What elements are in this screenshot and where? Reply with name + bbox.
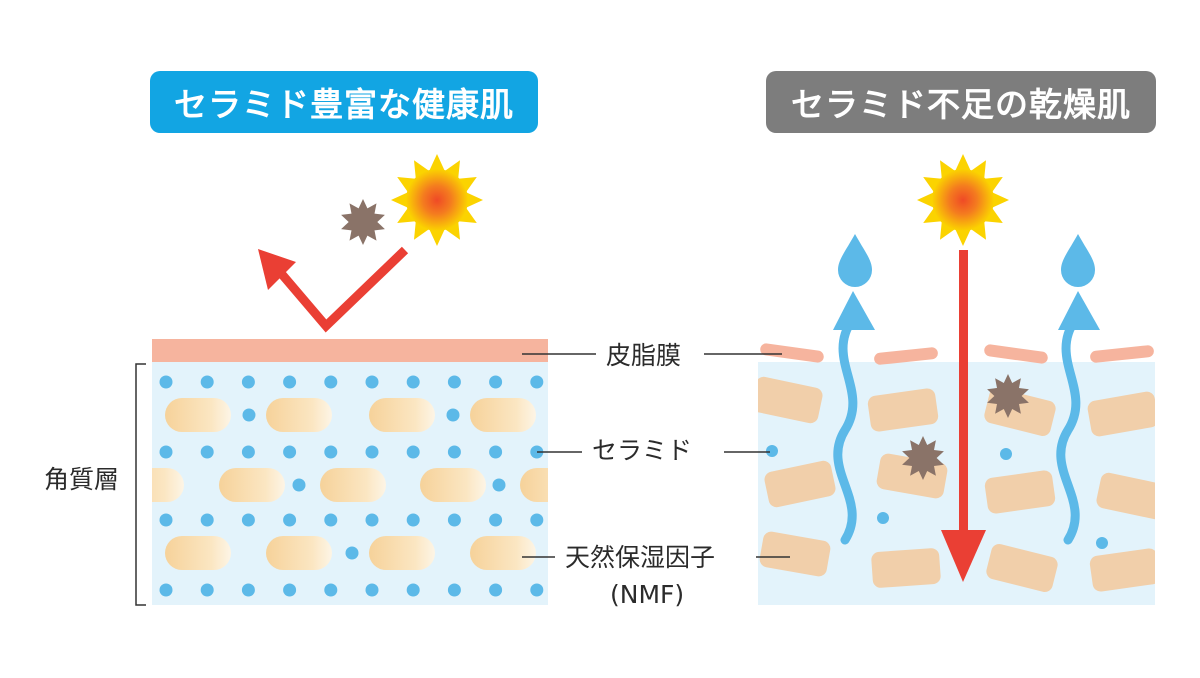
healthy-sebum-film — [152, 339, 548, 362]
irritant-icon — [987, 374, 1029, 418]
ceramide-label: セラミド — [588, 436, 697, 466]
healthy-skin-title: セラミド豊富な健康肌 — [150, 71, 538, 133]
reflected-arrow — [258, 246, 409, 333]
nmf-label: 天然保湿因子 — [561, 543, 720, 573]
dry-sebum-fragments — [760, 343, 1154, 365]
sun-icon — [917, 154, 1009, 246]
dry-ceramide-dots — [766, 445, 1108, 549]
water-drop-icon — [1061, 234, 1095, 287]
stratum-corneum-label: 角質層 — [40, 465, 124, 495]
healthy-corneocytes — [152, 398, 548, 570]
moisture-escape-arrow-right — [1056, 291, 1100, 545]
moisture-escape-arrow-left — [833, 291, 875, 545]
healthy-ceramide-dots — [159, 375, 544, 597]
leader-lines — [522, 353, 790, 558]
penetrating-arrow — [941, 250, 986, 582]
sun-icon — [391, 154, 483, 246]
irritant-icon — [341, 199, 385, 245]
nmf-abbr-label: (NMF) — [606, 580, 689, 610]
water-drop-icon — [838, 234, 872, 287]
dry-corneocytes — [758, 376, 1155, 592]
healthy-skin-panel — [152, 339, 548, 605]
irritant-icon — [902, 436, 944, 480]
dry-skin-panel — [758, 234, 1155, 605]
stratum-bracket — [135, 363, 146, 606]
sebum-film-label: 皮脂膜 — [602, 341, 686, 371]
dry-skin-title: セラミド不足の乾燥肌 — [766, 71, 1156, 133]
